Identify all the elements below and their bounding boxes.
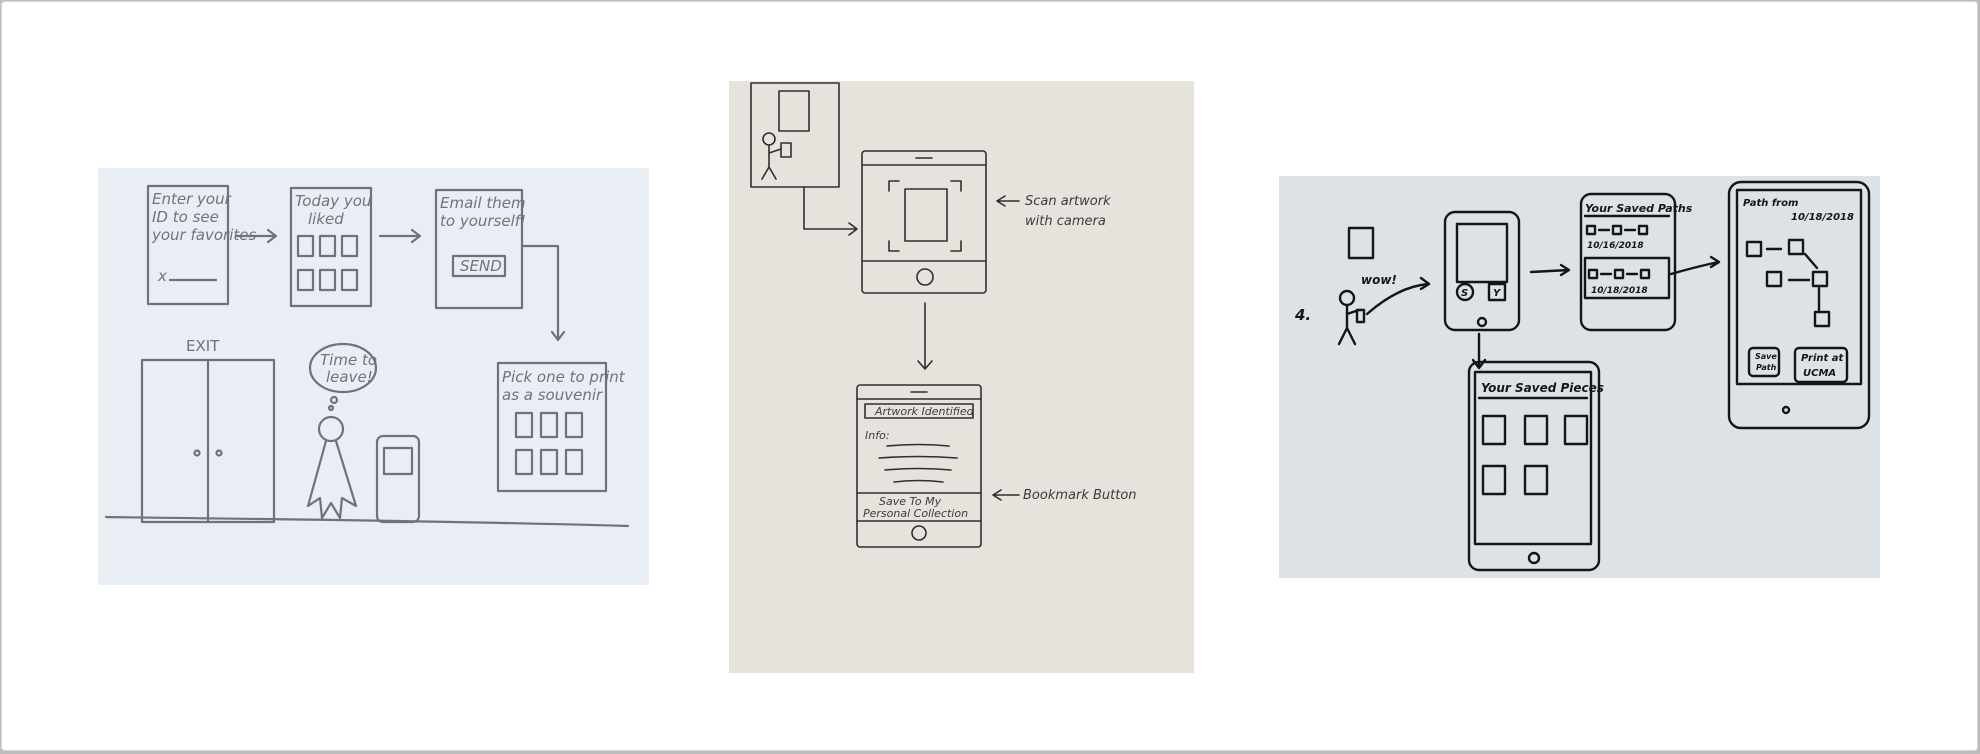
saved-pieces-phone [1467, 360, 1601, 572]
home-button-icon [916, 268, 934, 286]
artwork-info-phone-sketch [856, 384, 982, 548]
save-path-line-2[interactable]: Path [1756, 363, 1777, 372]
arrow-icon [1529, 263, 1571, 277]
camera-phone-sketch [861, 150, 987, 294]
print-button-line-2[interactable]: UCMA [1803, 368, 1836, 379]
home-button-icon [911, 525, 927, 541]
phone-button-right-label[interactable]: Y [1493, 288, 1502, 299]
phone-button-left-label[interactable]: S [1461, 288, 1468, 299]
email-screen-line-1: Email them [440, 194, 526, 212]
save-button-line-1[interactable]: Save To My [879, 495, 942, 508]
arrow-left-icon [992, 489, 1020, 501]
thought-bubble [308, 342, 378, 394]
thought-line-1: Time to [320, 351, 377, 369]
sketch-scan-artwork: Scan artwork with camera Artwork Identif… [729, 81, 1194, 673]
saved-paths-phone [1579, 192, 1677, 332]
artwork-identified-banner [864, 403, 974, 419]
thought-line-2: leave! [326, 368, 373, 386]
arrow-icon [378, 228, 422, 244]
step-number: 4. [1294, 306, 1311, 324]
liked-thumbnails [296, 234, 359, 292]
login-screen-line-2: ID to see [152, 208, 219, 226]
exit-storyboard-drawing: Enter your ID to see your favorites x To… [104, 184, 630, 528]
person-figure-icon [762, 132, 776, 146]
scan-artwork-drawing: Scan artwork with camera Artwork Identif… [750, 82, 1137, 548]
login-screen-line-3: your favorites [151, 226, 256, 244]
scan-note-line-1: Scan artwork [1025, 194, 1111, 209]
scan-note-line-2: with camera [1025, 214, 1106, 229]
kiosk-icon [375, 434, 421, 524]
info-text-lines [878, 443, 958, 483]
phone-icon [1355, 308, 1366, 324]
bookmark-note: Bookmark Button [1023, 488, 1137, 503]
path-detail-phone [1727, 180, 1871, 430]
info-label: Info: [865, 429, 890, 442]
save-path-line-1[interactable]: Save [1755, 352, 1777, 361]
sketch-saved-paths-flow: 4. wow! S Y Your Saved Paths [1279, 176, 1880, 578]
arrow-down-icon [917, 302, 933, 370]
artwork-identified-label: Artwork Identified [874, 405, 975, 418]
path-detail-date: 10/18/2018 [1791, 212, 1854, 223]
artwork-icon [1347, 226, 1375, 260]
email-screen-sketch [434, 188, 524, 310]
path-detail-title: Path from [1743, 198, 1798, 209]
arrow-left-icon [996, 195, 1020, 207]
send-button-label: SEND [460, 257, 502, 275]
exit-sign: EXIT [186, 337, 220, 355]
id-field-mark: x [157, 267, 167, 285]
saved-pieces-title: Your Saved Pieces [1481, 381, 1604, 395]
print-screen-sketch [496, 361, 608, 493]
print-screen-line-2: as a souvenir [502, 386, 603, 404]
artwork-icon [904, 188, 948, 242]
saved-piece-tiles[interactable] [1481, 414, 1589, 496]
person-figure-icon [1337, 289, 1361, 346]
print-button[interactable] [1793, 346, 1849, 384]
saved-paths-title: Your Saved Paths [1585, 202, 1693, 215]
floor-line [104, 515, 630, 528]
path-date-2: 10/18/2018 [1591, 286, 1648, 296]
home-button-icon [1527, 551, 1541, 565]
path-date-1: 10/16/2018 [1587, 241, 1644, 251]
artwork-icon [1455, 222, 1509, 284]
print-screen-line-1: Pick one to print [502, 368, 626, 386]
liked-screen-line-2: liked [308, 210, 344, 228]
arrow-down-icon [520, 244, 566, 342]
save-path-button[interactable] [1747, 346, 1781, 378]
phone-icon [780, 142, 792, 158]
print-thumbnails [514, 411, 584, 476]
send-button-sketch [451, 254, 507, 278]
login-screen-line-1: Enter your [152, 190, 232, 208]
arrow-icon [234, 228, 278, 244]
login-screen-sketch [146, 184, 230, 306]
print-button-line-1[interactable]: Print at [1801, 353, 1845, 364]
home-button-icon [1476, 316, 1488, 328]
save-button-line-2[interactable]: Personal Collection [863, 507, 968, 520]
arrow-icon [803, 186, 858, 236]
thumbnail-panel [750, 82, 840, 188]
path-row-1[interactable] [1585, 224, 1649, 236]
arrow-icon [1365, 276, 1431, 316]
person-figure-icon [306, 415, 358, 520]
path-map-diagram [1745, 238, 1831, 328]
path-row-2[interactable] [1587, 268, 1651, 280]
phone-sketch [1443, 210, 1521, 332]
sketch-exit-storyboard: Enter your ID to see your favorites x To… [98, 168, 649, 585]
arrow-icon [1669, 255, 1721, 276]
home-button-icon [1781, 405, 1791, 415]
scan-frame-icon [888, 180, 962, 252]
liked-screen-line-1: Today you [295, 192, 371, 210]
email-screen-line-2: to yourself! [440, 212, 526, 230]
exclamation-text: wow! [1361, 273, 1397, 287]
liked-screen-sketch [289, 186, 373, 308]
saved-paths-drawing: 4. wow! S Y Your Saved Paths [1294, 180, 1871, 572]
